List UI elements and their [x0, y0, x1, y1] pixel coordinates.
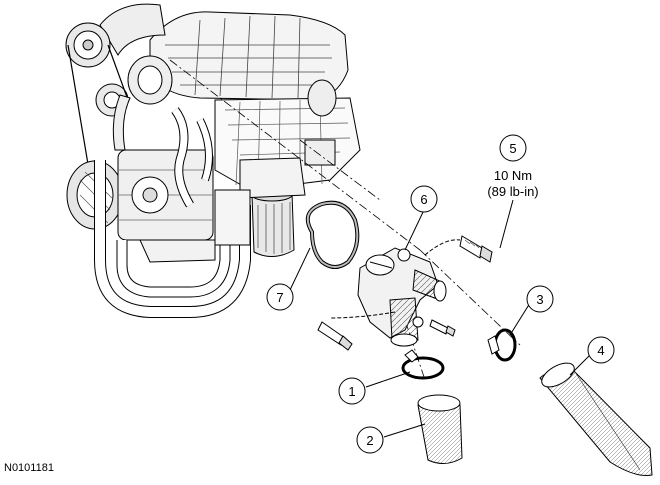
- leader-lines: [289, 199, 591, 438]
- callout-6: 6: [410, 185, 438, 213]
- callout-1: 1: [338, 377, 366, 405]
- torque-spec: 10 Nm (89 lb-in): [487, 168, 538, 199]
- callout-2: 2: [356, 426, 384, 454]
- svg-text:4: 4: [597, 343, 604, 358]
- hose-clamp-lower: [401, 349, 445, 380]
- svg-text:7: 7: [276, 290, 283, 305]
- torque-imperial: (89 lb-in): [487, 184, 538, 199]
- bolt-lower: [317, 311, 396, 351]
- gasket: [305, 200, 360, 269]
- figure-id: N0101181: [4, 462, 54, 474]
- svg-text:1: 1: [348, 384, 355, 399]
- thermostat-housing: [357, 247, 447, 347]
- callout-5: 5: [499, 134, 527, 162]
- svg-text:3: 3: [536, 292, 543, 307]
- bolt-middle: [429, 319, 456, 337]
- hose-upper: [539, 362, 653, 476]
- svg-text:6: 6: [420, 192, 427, 207]
- callout-7: 7: [266, 283, 294, 311]
- hose-clamp-upper: [487, 328, 517, 362]
- svg-text:2: 2: [366, 433, 373, 448]
- svg-text:5: 5: [509, 141, 516, 156]
- torque-value: 10 Nm: [494, 168, 532, 183]
- bolt-upper: [424, 235, 493, 263]
- callout-3: 3: [526, 285, 554, 313]
- callout-4: 4: [587, 336, 615, 364]
- hose-lower: [417, 394, 463, 464]
- engine-assembly: [65, 3, 361, 318]
